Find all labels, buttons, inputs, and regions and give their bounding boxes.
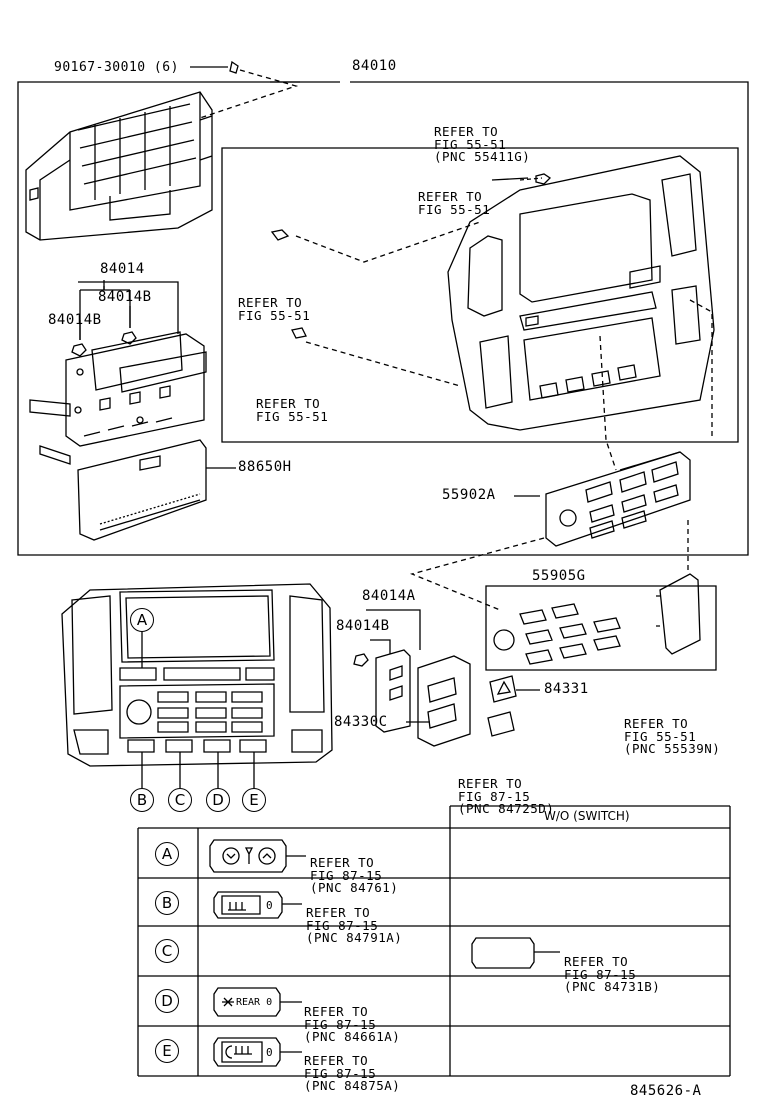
- label-assembly-84010: 84010: [352, 58, 397, 74]
- assembly-frame: [17, 81, 749, 556]
- callout-e: E: [242, 788, 266, 812]
- label-front-panel-55902a: 55902A: [442, 487, 496, 503]
- table-key-d: D: [155, 989, 179, 1013]
- label-hazard-84331: 84331: [544, 681, 589, 697]
- callout-c: C: [168, 788, 192, 812]
- table-key-e: E: [155, 1039, 179, 1063]
- table-header-without-switch: W/O (SWITCH): [544, 809, 630, 823]
- label-clip-84014b-b: 84014B: [48, 312, 102, 328]
- table-key-a: A: [155, 842, 179, 866]
- switch-b-text: 0: [266, 899, 274, 912]
- callout-d: D: [206, 788, 230, 812]
- label-clip-84014b-a: 84014B: [98, 289, 152, 305]
- trim-bezel: [447, 155, 715, 431]
- callout-b: B: [130, 788, 154, 812]
- right-cover: [656, 573, 701, 655]
- switch-d-text: REAR 0: [236, 997, 273, 1008]
- table-key-b: B: [155, 891, 179, 915]
- label-button-set-55905g: 55905G: [532, 568, 586, 584]
- switch-table: [137, 805, 731, 1077]
- label-control-unit-88650h: 88650H: [238, 459, 292, 475]
- switch-e-text: 0: [266, 1046, 274, 1059]
- circuit-board: [29, 331, 207, 465]
- label-sub-clip-84014b: 84014B: [336, 618, 390, 634]
- label-board-84014: 84014: [100, 261, 145, 277]
- label-sub-switch-84014a: 84014A: [362, 588, 416, 604]
- module-housing: [25, 91, 213, 241]
- control-unit-88650h: [77, 439, 207, 541]
- label-screw: 90167-30010 (6): [54, 60, 179, 75]
- lower-bezel: [61, 583, 333, 767]
- sub-switch-assembly: [375, 649, 471, 747]
- front-panel-55902a: [545, 451, 691, 547]
- label-switch-base-84330c: 84330C: [334, 714, 388, 730]
- button-set-55905g: [493, 603, 621, 665]
- button-set-frame: [485, 585, 717, 671]
- drawing-number: 845626-A: [630, 1083, 702, 1099]
- table-key-c: C: [155, 939, 179, 963]
- inner-frame: [221, 147, 739, 443]
- callout-a: A: [130, 608, 154, 632]
